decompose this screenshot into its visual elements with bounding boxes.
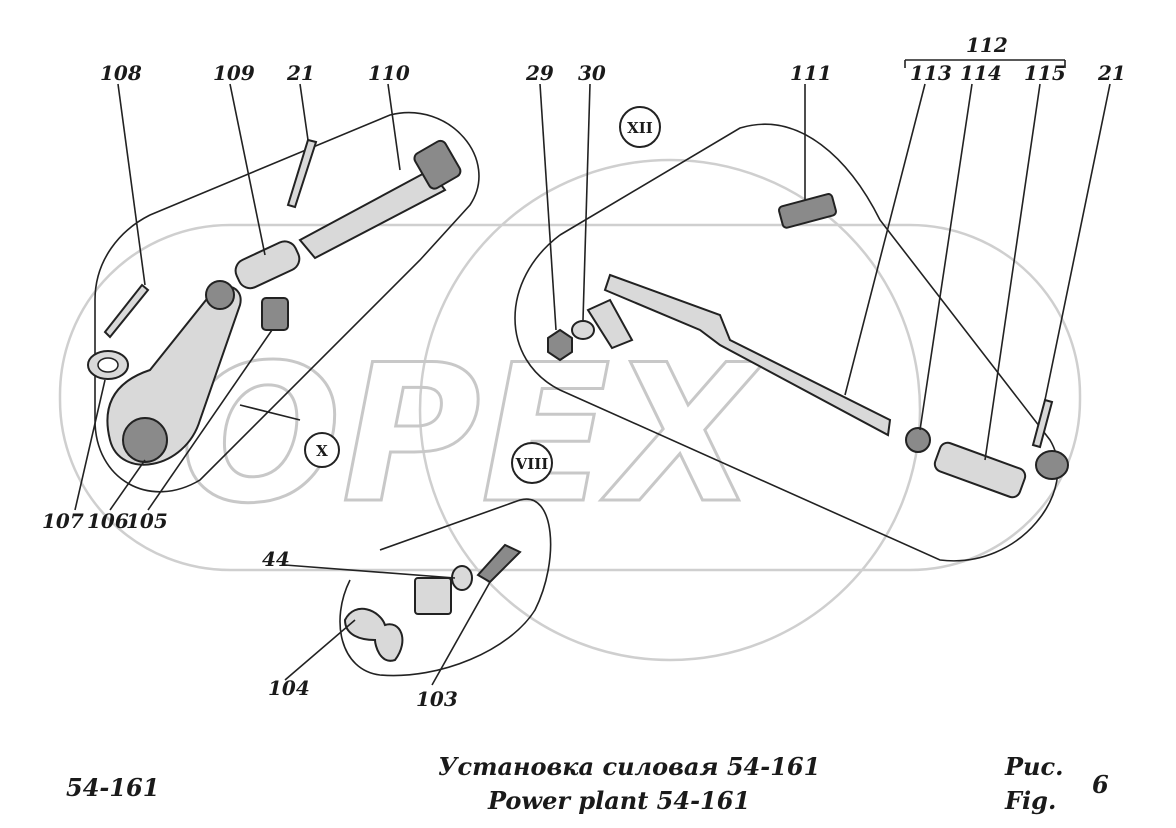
view-xii-circle xyxy=(619,106,661,148)
callout-30: 30 xyxy=(578,61,606,85)
callout-104: 104 xyxy=(268,676,310,700)
part-30-washer xyxy=(571,320,595,340)
watermark-gear xyxy=(58,158,1082,662)
figure-title-en: Power plant 54-161 xyxy=(488,786,751,815)
callout-105: 105 xyxy=(126,509,168,533)
callout-108: 108 xyxy=(100,61,142,85)
view-x-circle xyxy=(304,432,340,468)
figure-label-en: Fig. xyxy=(1005,786,1057,815)
part-105-bolt xyxy=(261,297,289,331)
part-110-shaft xyxy=(298,139,462,260)
part-115-fork xyxy=(933,441,1027,499)
figure-code: 54-161 xyxy=(66,773,160,802)
callout-114: 114 xyxy=(960,61,1002,85)
group-x-outline xyxy=(94,112,480,493)
callout-107: 107 xyxy=(42,509,84,533)
callout-labels: 108 109 21 110 29 30 111 112 113 114 115… xyxy=(42,33,1126,711)
callout-113: 113 xyxy=(910,61,952,85)
callout-111: 111 xyxy=(790,61,832,85)
part-108-pin xyxy=(103,283,150,339)
callout-109: 109 xyxy=(213,61,255,85)
view-xii-label: XII xyxy=(627,119,653,137)
group-viii-outline xyxy=(339,498,552,677)
part-29-nut xyxy=(547,328,573,362)
watermark-text: OPEX xyxy=(180,324,766,545)
callout-44: 44 xyxy=(262,547,290,571)
part-104-wingnut xyxy=(343,607,404,662)
part-106-hub xyxy=(122,417,168,463)
callout-106: 106 xyxy=(87,509,129,533)
callout-115: 115 xyxy=(1024,61,1066,85)
part-30-plate xyxy=(586,298,634,350)
part-103-bolt xyxy=(476,543,522,584)
callout-29: 29 xyxy=(525,61,554,85)
part-21b-pin xyxy=(1031,398,1054,449)
callout-112: 112 xyxy=(966,33,1008,57)
view-x-label: X xyxy=(316,442,328,460)
figure-number: 6 xyxy=(1092,770,1109,799)
part-106-boss xyxy=(205,280,235,310)
part-107-hole xyxy=(97,357,119,373)
callout-103: 103 xyxy=(416,687,458,711)
figure-title-ru: Установка силовая 54-161 xyxy=(438,752,821,781)
callout-21b: 21 xyxy=(1097,61,1126,85)
leader-lines xyxy=(74,59,1111,686)
view-viii-circle xyxy=(511,442,553,484)
part-113-rod xyxy=(603,273,892,437)
part-111-bolt xyxy=(777,193,837,229)
figure-label-ru: Рис. xyxy=(1005,752,1064,781)
part-109-fork xyxy=(234,240,301,290)
part-114-nut xyxy=(905,427,931,453)
callout-110: 110 xyxy=(368,61,410,85)
callout-21a: 21 xyxy=(286,61,315,85)
view-viii-label: VIII xyxy=(515,455,549,473)
part-21-pin xyxy=(286,138,318,209)
group-xii-outline xyxy=(514,123,1059,562)
part-21b-head xyxy=(1035,450,1069,480)
part-44-plate xyxy=(414,577,452,615)
